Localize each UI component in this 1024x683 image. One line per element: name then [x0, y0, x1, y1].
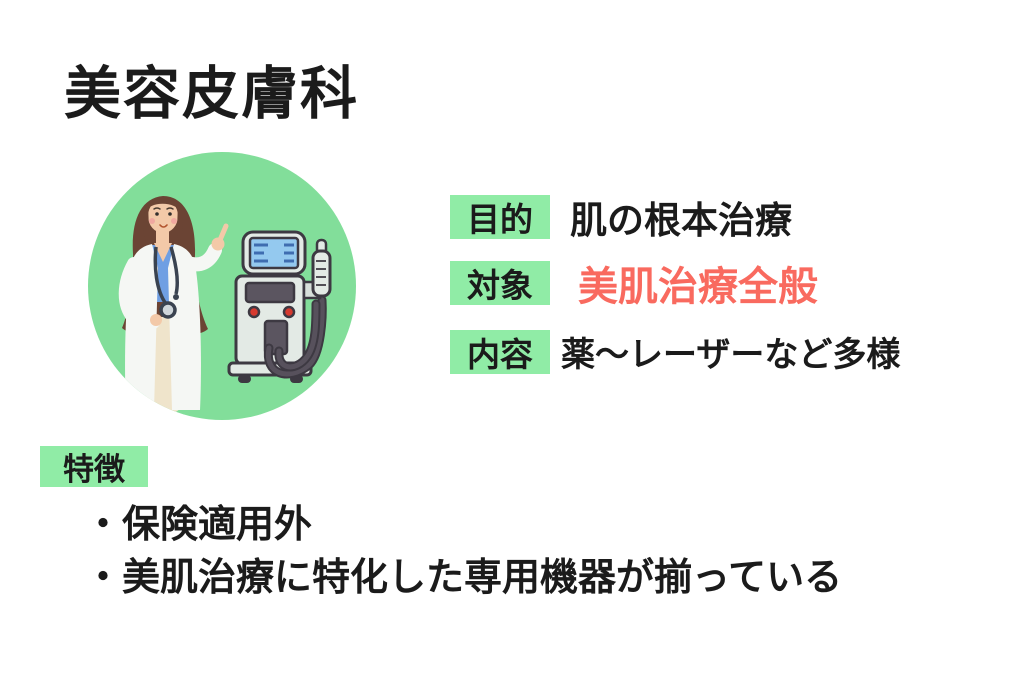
doctor-illustration [118, 196, 229, 412]
info-value-target: 美肌治療全般 [578, 264, 818, 309]
laser-machine-illustration [227, 230, 332, 383]
info-label-target: 対象 [450, 260, 550, 305]
info-label-purpose: 目的 [450, 194, 550, 239]
features-list: ・保険適用外 ・美肌治療に特化した専用機器が揃っている [84, 506, 842, 612]
info-value-content: 薬〜レーザーなど多様 [561, 336, 901, 374]
features-label: 特徴 [40, 446, 148, 487]
doctor-with-laser-machine-illustration [118, 196, 332, 412]
hero-circle [88, 152, 356, 420]
info-row-purpose: 目的 肌の根本治療 [450, 194, 792, 241]
info-label-content: 内容 [450, 329, 550, 374]
feature-item: ・保険適用外 [84, 504, 313, 546]
feature-item: ・美肌治療に特化した専用機器が揃っている [84, 557, 843, 599]
info-value-purpose: 肌の根本治療 [570, 199, 792, 241]
info-row-content: 内容 薬〜レーザーなど多様 [450, 329, 900, 374]
info-row-target: 対象 美肌治療全般 [450, 260, 818, 309]
page-title: 美容皮膚科 [64, 62, 359, 126]
